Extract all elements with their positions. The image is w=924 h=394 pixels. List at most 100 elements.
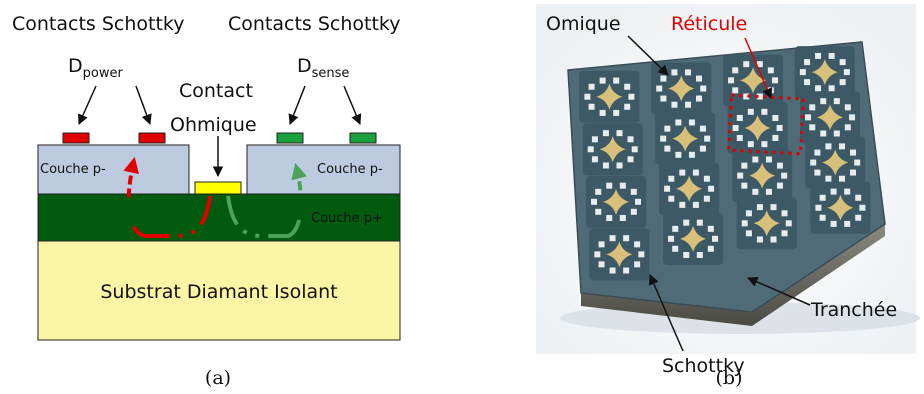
schottky-pad <box>619 182 626 189</box>
schottky-pad <box>599 109 606 116</box>
schottky-pad <box>855 214 862 221</box>
schottky-pad <box>743 93 750 100</box>
arrow-schottky <box>648 274 684 352</box>
schottky-pad <box>756 236 763 243</box>
arrow-power-contact-left <box>78 85 97 125</box>
schottky-pad <box>602 162 609 169</box>
schottky-pad <box>675 119 682 126</box>
schottky-pad <box>660 95 667 102</box>
schottky-pad <box>588 83 595 90</box>
tranchee-label: Tranchée <box>810 299 897 321</box>
schottky-pad <box>671 69 678 76</box>
schottky-pad <box>591 156 598 163</box>
schottky-pad <box>599 77 606 84</box>
schottky-pad <box>814 149 821 156</box>
schottky-pad <box>752 188 759 195</box>
schottky-pad <box>781 210 788 217</box>
caption-b: (b) <box>716 367 743 389</box>
schottky-pad <box>587 146 594 153</box>
sense-contact-left <box>276 132 304 144</box>
schottky-pad <box>708 185 715 192</box>
schottky-pad <box>741 182 748 189</box>
schottky-pad <box>825 143 832 150</box>
schottky-pad <box>609 267 616 274</box>
schottky-pad <box>844 220 851 227</box>
schottky-pad <box>679 201 686 208</box>
schottky-pad <box>685 69 692 76</box>
schottky-pad <box>741 220 748 227</box>
d-power-label: Dpower <box>68 55 123 81</box>
substrate-label: Substrat Diamant Isolant <box>100 281 337 303</box>
schottky-pad <box>616 162 623 169</box>
schottky-pad <box>745 210 752 217</box>
ohmic-star-contact <box>606 241 633 268</box>
schottky-pad <box>696 219 703 226</box>
schottky-pad <box>833 98 840 105</box>
chip-side <box>581 224 885 326</box>
schottky-pad <box>630 188 637 195</box>
schottky-pad <box>664 125 671 132</box>
schottky-pad <box>752 156 759 163</box>
schottky-pad <box>613 109 620 116</box>
schottky-pad <box>624 83 631 90</box>
schottky-pad <box>594 251 601 258</box>
ohmic-star-contact <box>596 83 623 110</box>
schottky-pad <box>741 162 748 169</box>
schottky-pad <box>850 149 857 156</box>
ohmic-star-contact <box>668 75 695 102</box>
ohmic-star-contact <box>744 114 771 141</box>
ohmic-star-contact <box>599 136 626 163</box>
ohmic-contact <box>194 181 242 195</box>
schottky-pad <box>819 214 826 221</box>
schottky-contacts-label-right: Contacts Schottky <box>228 13 401 35</box>
schottky-pad <box>770 204 777 211</box>
schottky-pad <box>700 85 707 92</box>
schottky-label: Schottky <box>662 355 745 377</box>
schottky-pad <box>765 188 772 195</box>
die-grid <box>579 46 871 281</box>
schottky-pad <box>699 145 706 152</box>
schottky-pad <box>761 141 768 148</box>
schottky-pad <box>630 208 637 215</box>
schottky-pad <box>602 130 609 137</box>
schottky-pad <box>588 103 595 110</box>
schottky-pad <box>688 151 695 158</box>
schottky-pad <box>668 175 675 182</box>
schottky-pad <box>688 119 695 126</box>
schottky-pad <box>830 188 837 195</box>
schottky-pad <box>598 261 605 268</box>
power-contact-left <box>62 132 90 144</box>
schottky-pad <box>703 195 710 202</box>
power-contact-right <box>138 132 166 144</box>
schottky-pad <box>828 52 835 59</box>
schottky-pad <box>854 159 861 166</box>
schottky-pad <box>833 130 840 137</box>
schottky-pad <box>737 172 744 179</box>
ohmic-contact-label-line1: Contact <box>179 80 253 102</box>
schottky-pad <box>616 130 623 137</box>
schottky-pad <box>598 241 605 248</box>
ohmic-star-contact <box>680 225 707 252</box>
schottky-pad <box>628 93 635 100</box>
schottky-pad <box>830 220 837 227</box>
schottky-pad <box>671 101 678 108</box>
schottky-contacts-label-left: Contacts Schottky <box>12 13 185 35</box>
schottky-pad <box>606 182 613 189</box>
schottky-pad <box>859 204 866 211</box>
ohmic-star-contact <box>672 125 699 152</box>
arrow-sense-contact-left <box>288 85 306 125</box>
schottky-pad <box>606 214 613 221</box>
schottky-pad <box>804 59 811 66</box>
panel-a-device-cross-section: Contacts Schottky Contacts Schottky Dpow… <box>12 13 401 389</box>
schottky-pad <box>761 108 768 115</box>
arrow-power-contact-right <box>135 85 152 125</box>
p-minus-label-left: Couche p- <box>40 162 106 177</box>
p-minus-label-right: Couche p- <box>317 162 383 177</box>
schottky-pad <box>619 214 626 221</box>
ohmic-star-contact <box>676 175 703 202</box>
schottky-pad <box>781 172 788 179</box>
schottky-pad <box>707 225 714 232</box>
schottky-pad <box>634 261 641 268</box>
arrow-sense-contact-right <box>343 85 362 125</box>
schottky-pad <box>839 143 846 150</box>
